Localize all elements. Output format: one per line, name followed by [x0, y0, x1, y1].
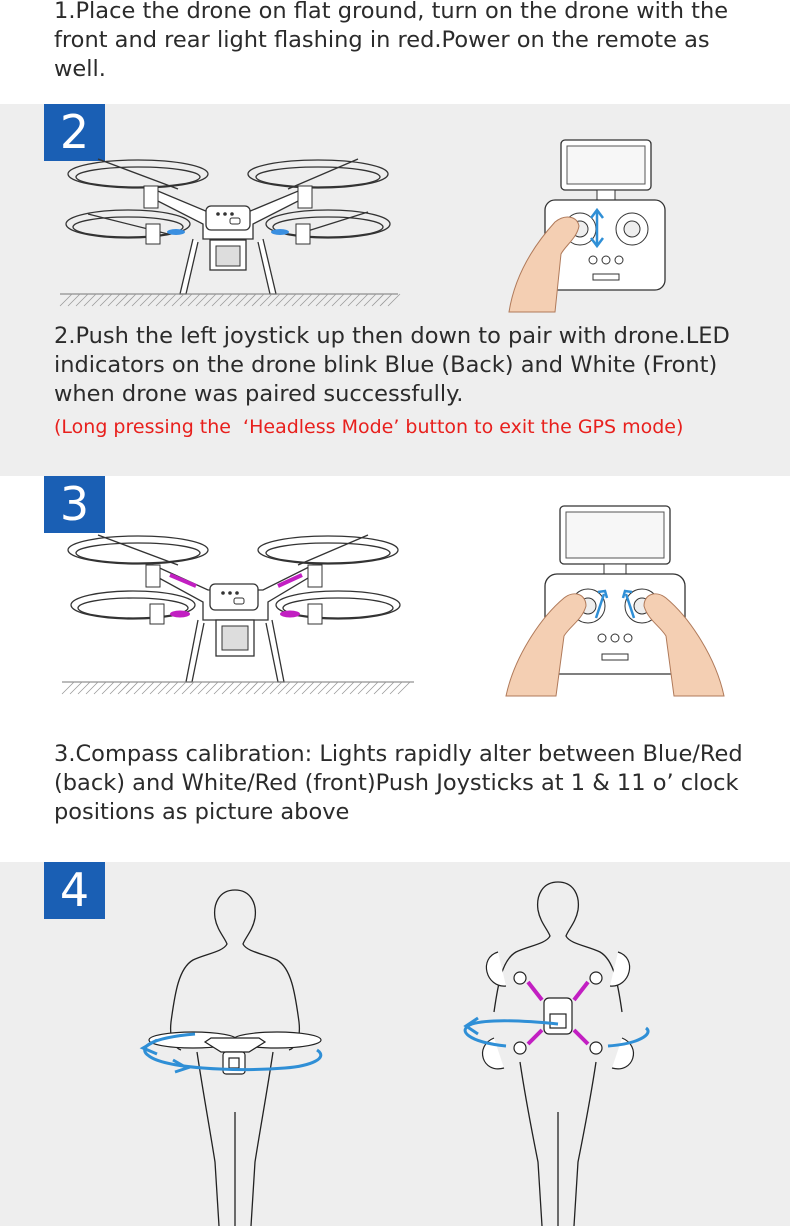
step4-person-vertical-rotation-illustration	[463, 881, 650, 1226]
step2-text: 2.Push the left joystick up then down to…	[54, 323, 730, 407]
step1-section: 1.Place the drone on flat ground, turn o…	[0, 0, 790, 104]
step3-text: 3.Compass calibration: Lights rapidly al…	[54, 741, 743, 825]
step2-remote-illustration	[508, 139, 666, 313]
step3-section: 3	[0, 476, 790, 862]
step3-drone-illustration	[61, 534, 414, 695]
step4-section: 4	[0, 862, 790, 1226]
step4-number-badge: 4	[44, 862, 105, 919]
step1-text: 1.Place the drone on flat ground, turn o…	[54, 0, 729, 82]
step2-section: 2	[0, 104, 790, 476]
step4-person-horizontal-rotation-illustration	[139, 889, 323, 1226]
step3-remote-illustration	[505, 505, 725, 697]
step3-number-badge: 3	[44, 476, 105, 533]
step2-headless-note: (Long pressing the ‘Headless Mode’ butto…	[54, 416, 684, 438]
step2-number-badge: 2	[44, 104, 105, 161]
step2-drone-illustration	[59, 158, 401, 307]
